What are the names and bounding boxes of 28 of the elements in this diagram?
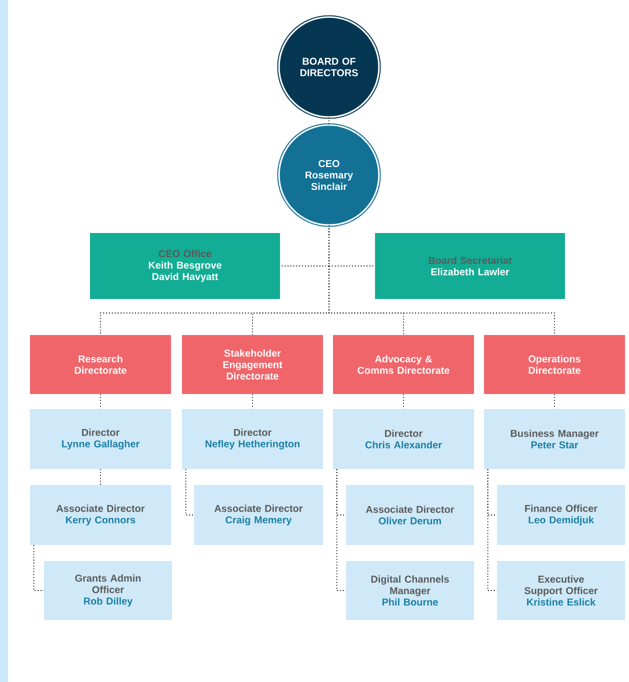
org-box: Associate Director Kerry Connors (30, 485, 171, 545)
org-box: Digital Channels Manager Phil Bourne (346, 561, 474, 620)
connector-line (33, 544, 44, 591)
connector-line (487, 468, 498, 591)
org-box: Board Secretariat Elizabeth Lawler (375, 233, 565, 299)
org-box: Director Chris Alexander (333, 409, 474, 469)
org-box: Advocacy & Comms Directorate (333, 335, 474, 394)
connector-line (403, 394, 404, 410)
org-box: Stakeholder Engagement Directorate (182, 335, 323, 394)
org-box: Associate Director Oliver Derum (346, 485, 474, 545)
org-box: Director Nefley Hetherington (182, 409, 323, 469)
connector-line (252, 394, 253, 410)
org-box: Director Lynne Gallagher (30, 409, 171, 469)
connector-line (100, 394, 101, 410)
org-box: Associate Director Craig Memery (194, 485, 323, 545)
org-box: CEO Office Keith Besgrove David Havyatt (90, 233, 280, 299)
org-box: Research Directorate (30, 335, 171, 394)
connector-line (328, 225, 555, 336)
org-box: Executive Support Officer Kristine Eslick (497, 561, 625, 620)
connector-line (100, 468, 101, 486)
org-box: Grants Admin Officer Rob Dilley (44, 561, 172, 620)
org-box: Operations Directorate (484, 335, 625, 394)
org-box: Business Manager Peter Star (484, 409, 625, 469)
connector-line (328, 117, 330, 125)
connector-line (336, 468, 346, 591)
connector-line (185, 468, 194, 516)
connector-line (554, 394, 555, 410)
org-box: Finance Officer Leo Demidjuk (497, 485, 625, 545)
